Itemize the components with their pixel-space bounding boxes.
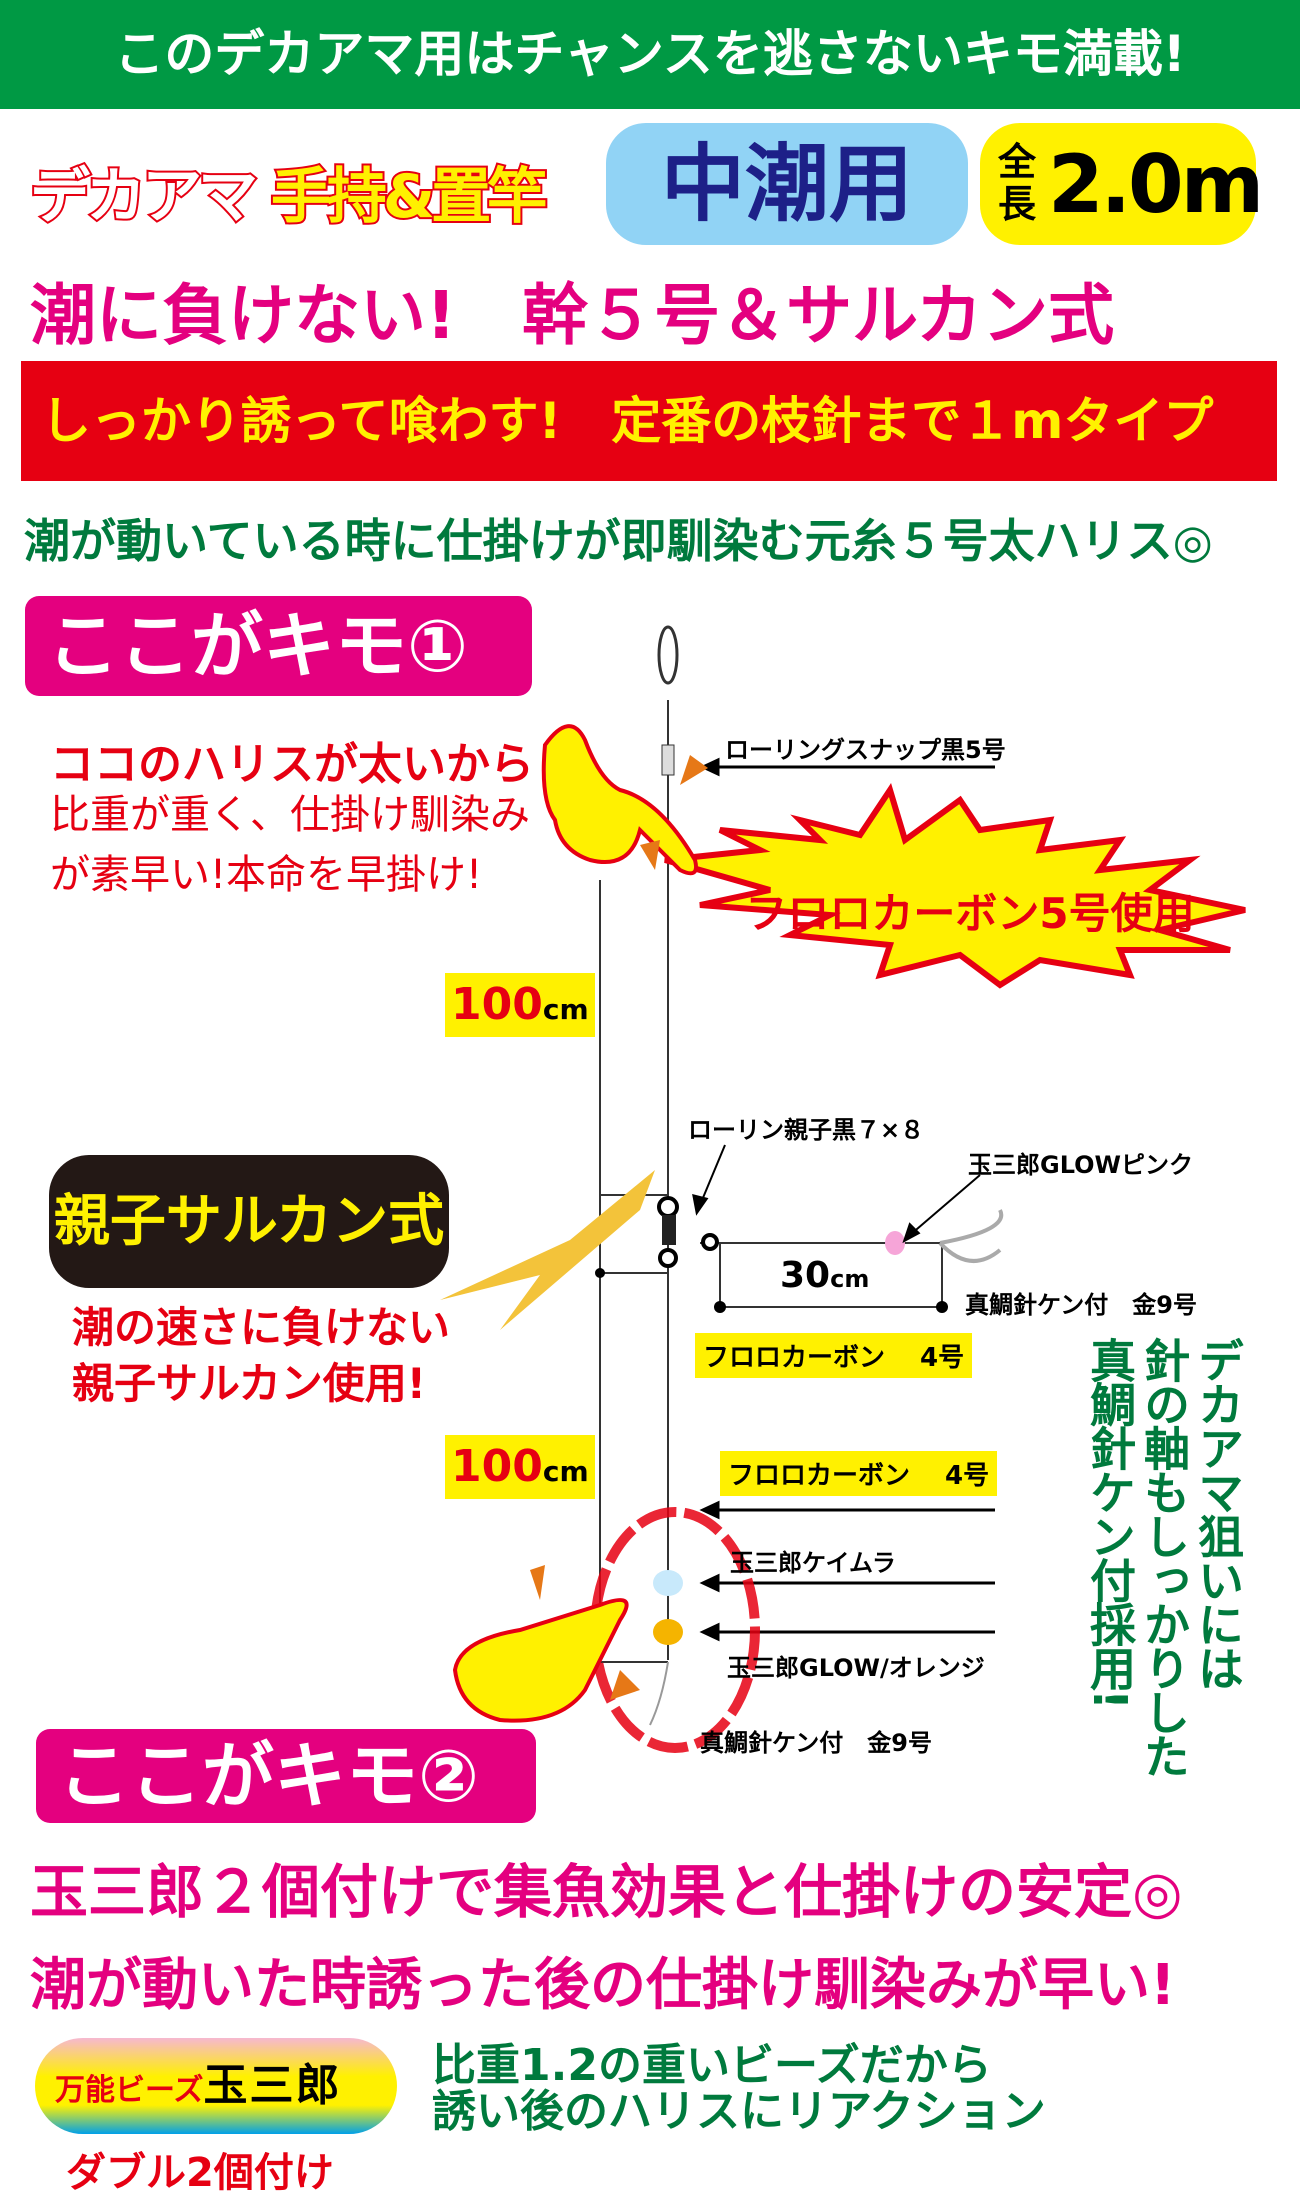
oyako-badge: 親子サルカン式 (49, 1155, 449, 1288)
oyako-desc: 潮の速さに負けない親子サルカン使用! (72, 1300, 450, 1412)
hook-branch (938, 1209, 1004, 1263)
branch-length-unit: cm (830, 1265, 870, 1293)
tagline-1: 潮に負けない! 幹５号＆サルカン式 (30, 277, 1115, 354)
burst-label: フロロカーボン5号使用 (745, 889, 1195, 938)
snap-icon (657, 625, 679, 685)
label-line-lower: フロロカーボン 4号 (720, 1451, 998, 1496)
bead-keimura-icon (653, 1570, 683, 1596)
vertical-text-3: 真鯛針ケン付採用! (1083, 1337, 1137, 1708)
branch-length: 30cm (780, 1255, 869, 1296)
tamasaburo-logo: 万能ビーズ玉三郎 (35, 2038, 397, 2134)
swivel-body-icon (662, 1215, 676, 1245)
length-value: 2.0m (1048, 138, 1264, 231)
oyako-desc-2: 親子サルカン使用! (72, 1359, 426, 1408)
label-bead-keimura: 玉三郎ケイムラ (730, 1549, 896, 1577)
length-label: 全長 (998, 140, 1037, 226)
branch-length-value: 30 (780, 1255, 831, 1296)
label-hook-1: 真鯛針ケン付 金9号 (965, 1291, 1197, 1319)
label-bead-orange: 玉三郎GLOW/オレンジ (727, 1654, 985, 1682)
label-line-branch: フロロカーボン 4号 (695, 1333, 973, 1378)
tagline-2: しっかり誘って喰わす! 定番の枝針まで１mタイプ (21, 361, 1277, 481)
length-label-1: 100cm (445, 973, 595, 1037)
kimo1-body-2: が素早い!本命を早掛け! (50, 852, 483, 898)
kimo2-line-1: 玉三郎２個付けで集魚効果と仕掛けの安定◎ (30, 1858, 1183, 1926)
swivel-icon (657, 1196, 679, 1218)
logo-name: 玉三郎 (203, 2060, 342, 2111)
product-name-part2: 手持&置竿 (269, 160, 549, 234)
length-1-unit: cm (542, 993, 589, 1026)
bead-pink-icon (885, 1231, 905, 1255)
kimo1-title: ここがキモ① (25, 596, 532, 696)
length-2-unit: cm (542, 1455, 589, 1488)
kimo1-body-1: 比重が重く、仕掛け馴染み (50, 792, 530, 838)
tagline-3: 潮が動いている時に仕掛けが即馴染む元糸５号太ハリス◎ (24, 514, 1213, 568)
kimo1-body: 比重が重く、仕掛け馴染みが素早い!本命を早掛け! (50, 785, 530, 905)
snap-swivel-icon (661, 744, 675, 776)
product-name: デカアマ 手持&置竿 (28, 148, 549, 235)
kimo2-line-2: 潮が動いた時誘った後の仕掛け馴染みが早い! (30, 1953, 1176, 2018)
beads-desc: 比重1.2の重いビーズだから誘い後のハリスにリアクション (432, 2043, 1046, 2135)
logo-prefix: 万能ビーズ (55, 2073, 204, 2108)
label-swivel: ローリン親子黒７×８ (688, 1116, 925, 1144)
hook-lower (649, 1661, 669, 1726)
vertical-text-2: 針の軸もしっかりした (1137, 1337, 1191, 1777)
beads-desc-2: 誘い後のハリスにリアクション (432, 2086, 1046, 2137)
kimo1-lead: ココのハリスが太いから (50, 739, 534, 790)
pointing-hand-icon (452, 724, 698, 1723)
bead-orange-icon (653, 1619, 683, 1645)
length-label-2: 100cm (445, 1435, 595, 1499)
product-name-part1: デカアマ (28, 160, 260, 234)
beads-desc-1: 比重1.2の重いビーズだから (432, 2040, 992, 2091)
starburst-icon (664, 783, 1246, 989)
label-snap: ローリングスナップ黒5号 (725, 736, 1006, 764)
kimo2-title: ここがキモ② (36, 1729, 536, 1823)
length-1-value: 100 (451, 979, 543, 1030)
header-banner: このデカアマ用はチャンスを逃さないキモ満載! (0, 0, 1300, 109)
oyako-desc-1: 潮の速さに負けない (72, 1303, 451, 1352)
double-label: ダブル2個付け (66, 2150, 334, 2196)
tide-badge: 中潮用 (606, 123, 968, 245)
vertical-text-1: デカアマ狙いには (1191, 1337, 1245, 1689)
label-bead-pink: 玉三郎GLOWピンク (968, 1151, 1194, 1179)
label-hook-2: 真鯛針ケン付 金9号 (700, 1729, 932, 1757)
length-2-value: 100 (451, 1441, 543, 1492)
